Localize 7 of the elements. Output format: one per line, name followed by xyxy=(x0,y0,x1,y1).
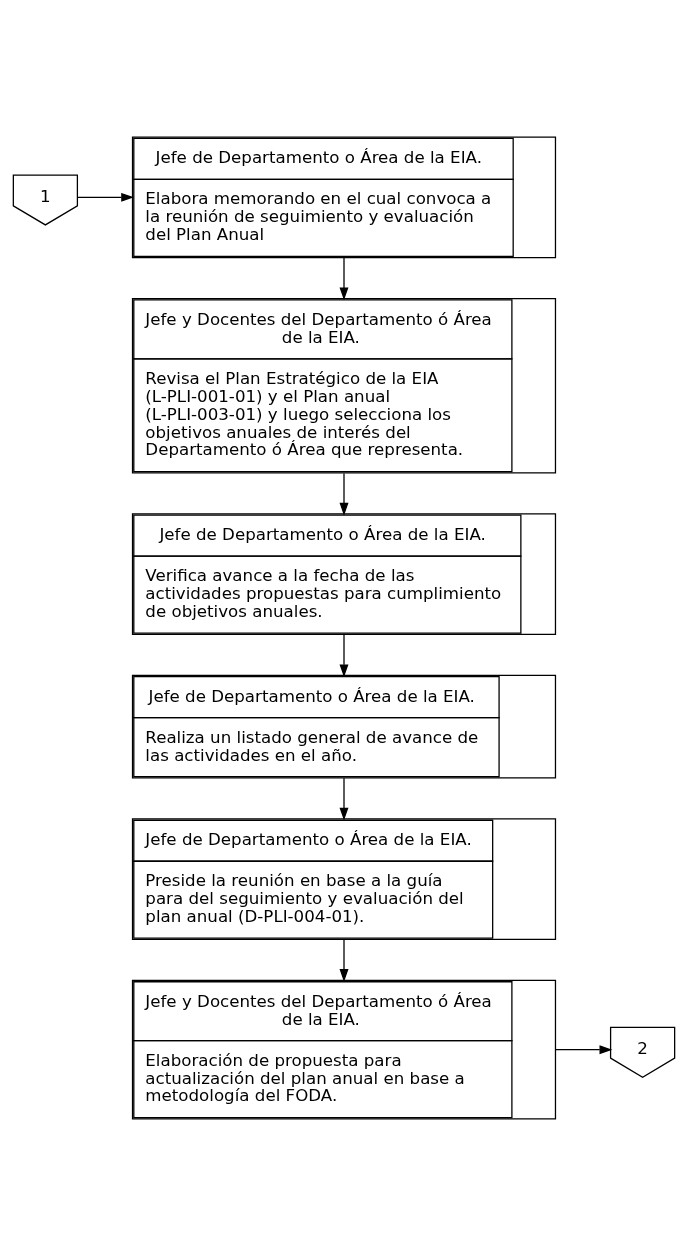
arrow xyxy=(339,633,349,677)
arrow xyxy=(76,192,135,202)
arrow xyxy=(339,256,349,300)
arrow xyxy=(555,1044,613,1054)
arrow xyxy=(339,777,349,821)
arrow xyxy=(339,472,349,516)
arrow xyxy=(339,938,349,982)
